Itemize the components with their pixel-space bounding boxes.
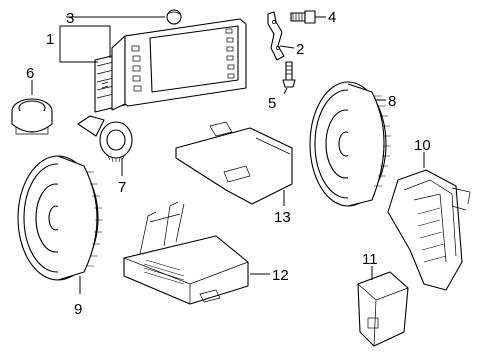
head-unit-display (94, 18, 247, 113)
amplifier-part-12 (123, 201, 270, 305)
callout-4: 4 (328, 9, 336, 26)
callout-6: 6 (26, 65, 34, 82)
callout-12: 12 (272, 267, 289, 284)
speaker-part-9 (17, 155, 103, 294)
callout-3: 3 (66, 10, 74, 27)
callout-9: 9 (74, 301, 82, 318)
speaker-part-8 (309, 81, 391, 207)
callout-13: 13 (274, 209, 291, 226)
module-part-10 (387, 152, 471, 291)
bolt-part-4 (290, 10, 326, 24)
tweeter-part-6 (11, 80, 53, 135)
callout-leaders-1-3 (59, 16, 165, 63)
knob-part-3 (166, 9, 182, 25)
callout-11: 11 (362, 251, 378, 268)
callout-2: 2 (296, 41, 304, 58)
callout-10: 10 (414, 137, 431, 154)
unit-part-11 (357, 266, 409, 347)
tweeter-part-7 (77, 115, 133, 176)
screw-part-5 (282, 61, 296, 95)
callout-7: 7 (118, 179, 126, 196)
callout-1: 1 (46, 31, 54, 48)
panel-part-13 (175, 121, 293, 206)
callout-5: 5 (268, 95, 276, 112)
callout-8: 8 (388, 93, 396, 110)
bracket-part-2 (267, 11, 295, 61)
